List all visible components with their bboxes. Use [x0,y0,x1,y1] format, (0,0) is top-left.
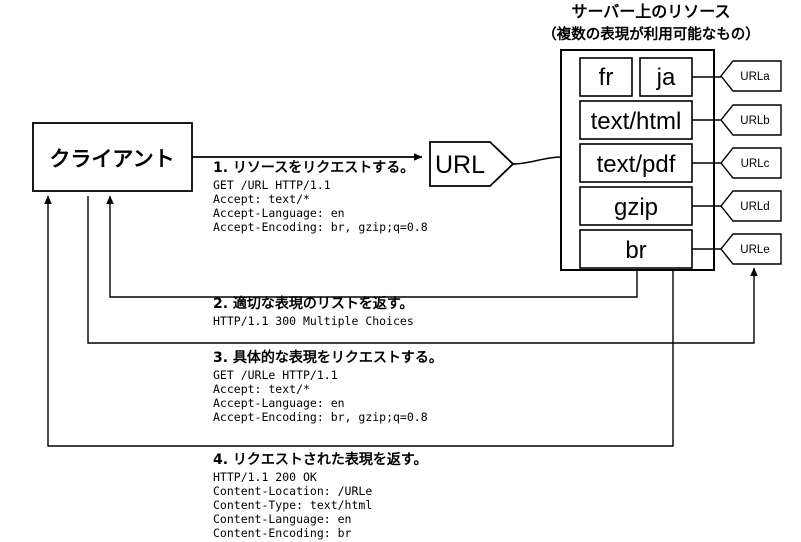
url-flag-shape-a [720,60,782,92]
resource-label-text-pdf: text/pdf [597,151,676,178]
step-4-code-1: Content-Location: /URLe [213,484,372,498]
url-flag-label-b: URLb [740,115,769,127]
step-3-heading: 3. 具体的な表現をリクエストする。 [213,349,443,366]
step-2-code-0: HTTP/1.1 300 Multiple Choices [213,314,414,328]
resource-label-gzip: gzip [614,194,658,221]
flow-arrow-step-2 [106,195,638,298]
url-flag-label-e: URLe [740,244,769,256]
resource-box-br [579,229,693,269]
resource-box-gzip [579,186,693,226]
resource-label-br: br [625,237,646,264]
connector-url-server [512,156,562,165]
step-3-code-3: Accept-Encoding: br, gzip;q=0.8 [213,410,428,424]
url-flag-shape-b [720,104,782,136]
url-flag-label-d: URLd [740,201,769,213]
step-4-code-2: Content-Type: text/html [213,498,372,512]
url-flag-shape-c [720,147,782,179]
step-1-heading: 1. リソースをリクエストする。 [213,160,414,176]
server-subtitle: （複数の表現が利用可能なもの） [542,25,760,43]
resource-label-ja: ja [656,64,676,91]
flow-arrow-step-4 [44,195,674,447]
client-label: クライアント [49,147,174,171]
resource-box-fr [579,57,633,97]
url-flag-label-a: URLa [740,71,770,83]
resource-box-text-pdf [579,143,693,183]
step-1-code-3: Accept-Encoding: br, gzip;q=0.8 [213,220,428,234]
step-2-heading: 2. 適切な表現のリストを返す。 [213,295,414,312]
resource-label-text-html: text/html [591,108,682,135]
step-1-code-1: Accept: text/* [213,192,310,206]
url-flag-shape-e [720,233,782,265]
step-4-code-3: Content-Language: en [213,512,351,526]
step-3-code-0: GET /URLe HTTP/1.1 [213,368,338,382]
step-4-code-0: HTTP/1.1 200 OK [213,470,317,484]
step-1-code-2: Accept-Language: en [213,206,345,220]
url-flag-label-c: URLc [741,158,770,170]
url-node-label: URL [435,151,485,179]
resource-box-ja [639,57,693,97]
step-4-code-4: Content-Encoding: br [213,526,352,540]
url-node-shape [429,141,515,187]
step-3-code-1: Accept: text/* [213,382,310,396]
url-flag-shape-d [720,190,782,222]
step-4-heading: 4. リクエストされた表現を返す。 [213,451,428,468]
server-title: サーバー上のリソース [571,2,730,21]
step-3-code-2: Accept-Language: en [213,396,345,410]
step-1-code-0: GET /URL HTTP/1.1 [213,178,331,192]
flow-arrow-step-3 [87,196,758,344]
resource-label-fr: fr [599,64,614,91]
